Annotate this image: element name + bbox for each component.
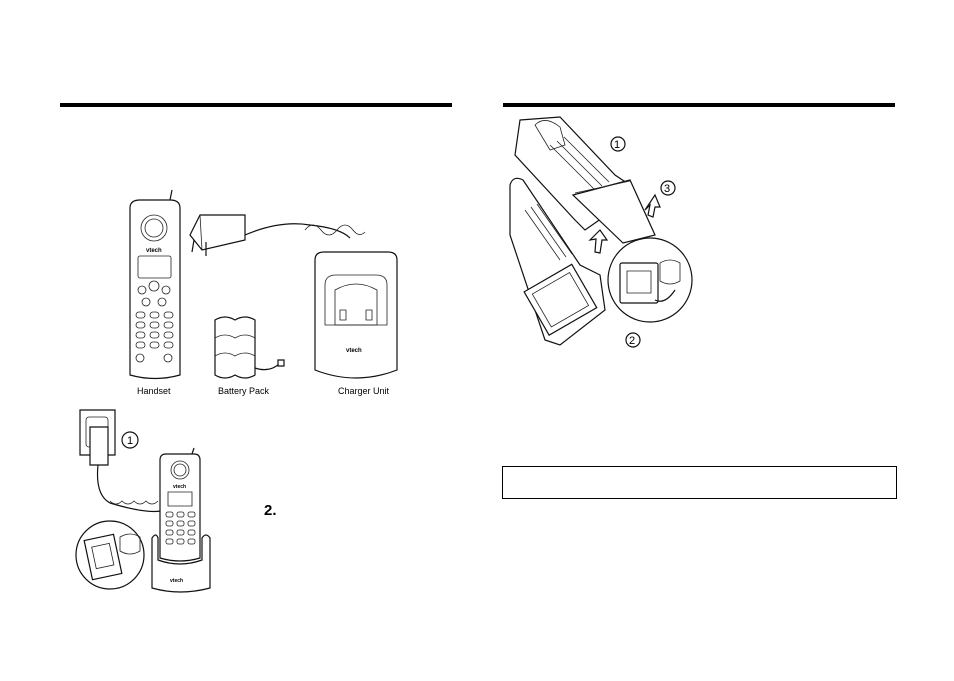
callout-left-1: 1 (127, 435, 133, 447)
handset-in-charger-illustration: vtech vtech (148, 448, 218, 596)
caption-charger-unit: Charger Unit (338, 386, 390, 396)
note-box (502, 466, 897, 499)
step-2-label: 2. (264, 502, 277, 519)
charger-unit-illustration: vtech (315, 252, 397, 378)
small-charger-brand-text: vtech (170, 578, 183, 584)
caption-handset: Handset (137, 386, 171, 396)
callout-right-2: 2 (629, 335, 635, 347)
battery-install-illustration: 1 3 2 (505, 115, 700, 350)
handset-illustration: vtech (130, 190, 180, 379)
right-header-rule (503, 103, 895, 107)
caption-battery-pack: Battery Pack (218, 386, 270, 396)
handset-brand-text: vtech (146, 248, 162, 254)
parts-illustration: vtech vtech (110, 190, 400, 390)
plug-in-illustration: 1 (70, 405, 220, 600)
left-header-rule (60, 103, 452, 107)
small-handset-brand-text: vtech (173, 484, 186, 490)
ac-adapter-illustration (190, 215, 365, 256)
callout-right-3: 3 (664, 183, 670, 195)
battery-pack-illustration (215, 317, 284, 378)
callout-right-1: 1 (614, 139, 620, 151)
charger-brand-text: vtech (346, 348, 362, 354)
